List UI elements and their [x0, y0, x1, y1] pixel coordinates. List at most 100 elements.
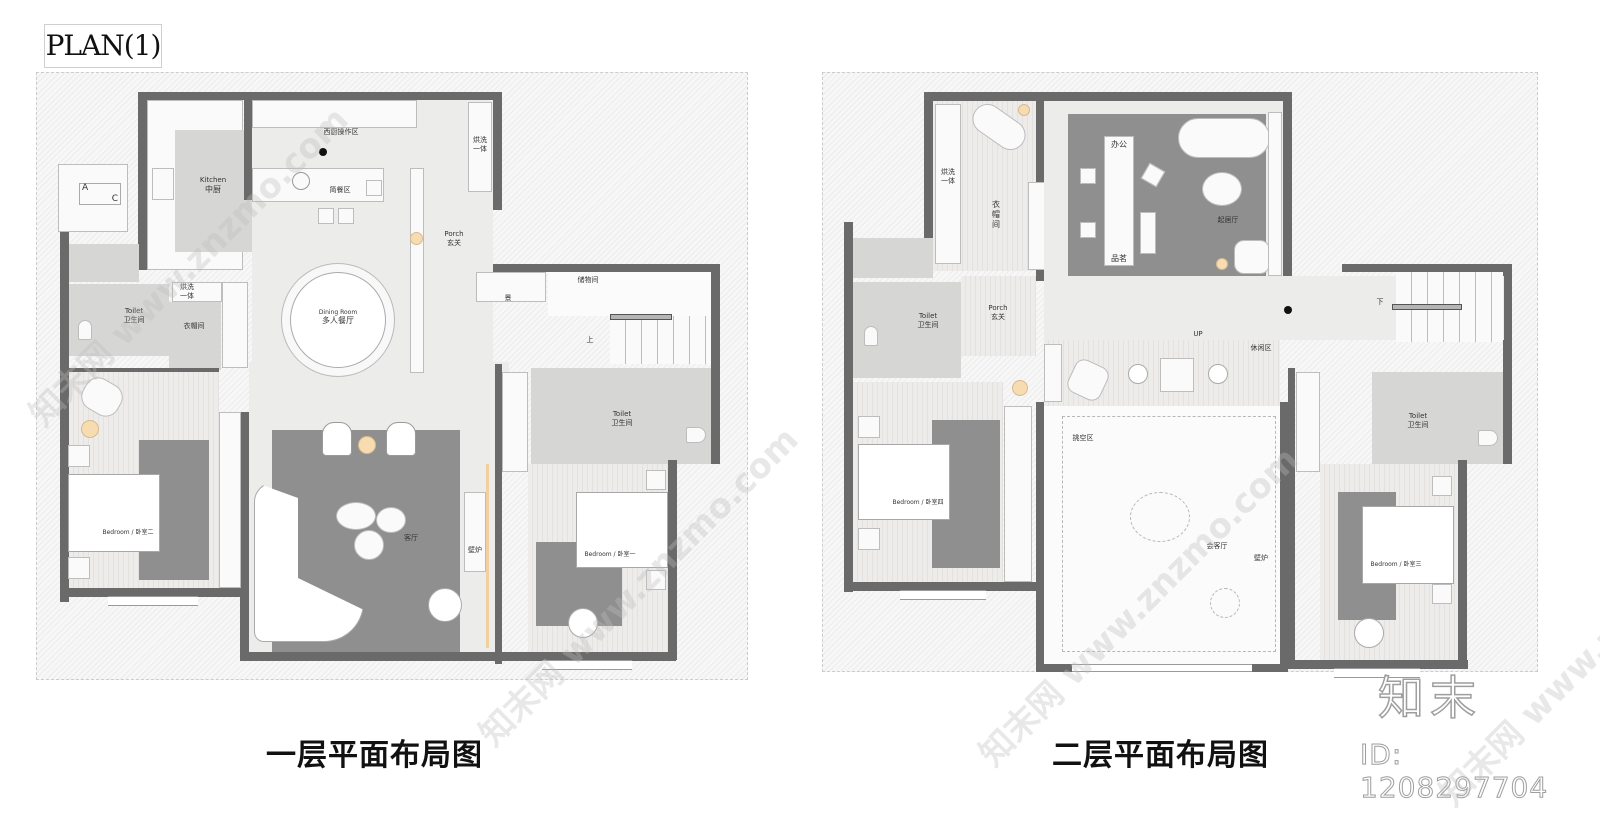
- living-label: 客厅: [404, 534, 418, 542]
- porch-floor: [961, 276, 1036, 356]
- wall-bottom-living: [240, 652, 500, 661]
- floor2-plan: 烘洗 一体 衣 帽 间 办公 品茗 起居厅 UP 下 Toilet 卫生间 Po…: [822, 72, 1538, 680]
- washer-label-1: 烘洗: [473, 136, 487, 144]
- reception-label: 会客厅: [1206, 542, 1228, 550]
- closet-label: 衣帽间: [183, 322, 205, 330]
- left-toilet-label-en: Toilet: [124, 307, 144, 315]
- closet-label-1: 衣: [992, 200, 1000, 209]
- up-label: UP: [1193, 330, 1203, 338]
- fireplace-label: 壁炉: [468, 546, 482, 554]
- bedroom4-nightstand-1: [858, 416, 880, 438]
- right-toilet-bowl: [686, 427, 706, 443]
- accent-strip: [486, 464, 489, 648]
- desk-stool-2: [1080, 222, 1096, 238]
- closet-floor: [169, 302, 221, 370]
- family-wall-cabinet: [1268, 112, 1282, 276]
- bedroom3-bed: [1362, 506, 1454, 584]
- ac-symbol: A C: [79, 183, 121, 205]
- leisure-shelf: [1044, 344, 1062, 402]
- void-window: [1072, 664, 1252, 672]
- living-armchair-2: [386, 422, 416, 456]
- bedroom4-nightstand-2: [858, 528, 880, 550]
- left-toilet-bowl: [864, 326, 878, 346]
- bedroom3-round-table: [1354, 618, 1384, 648]
- right-toilet-label-en: Toilet: [612, 410, 632, 418]
- washer-label-1: 烘洗: [941, 168, 955, 176]
- wardrobe-bedroom2: [219, 412, 241, 588]
- right-wardrobe: [1296, 372, 1320, 472]
- left-toilet-label-cn: 卫生间: [917, 321, 939, 329]
- bedroom3-label: Bedroom / 卧室三: [1370, 561, 1422, 568]
- left-toilet-label-cn: 卫生间: [123, 316, 145, 324]
- coffee-table-3: [354, 530, 384, 560]
- ac-label-c: C: [111, 194, 118, 204]
- bedroom2-nightstand-1: [68, 445, 90, 467]
- wall-porch-right: [464, 92, 502, 100]
- void-left-wall: [1036, 402, 1044, 666]
- bar-stool-2: [338, 208, 354, 224]
- wall-left-upper: [138, 92, 147, 270]
- planter: [476, 272, 546, 302]
- desk-stool-1: [1080, 168, 1096, 184]
- image-id: ID: 1208297704: [1360, 738, 1549, 805]
- kitchen-divider-wall: [244, 100, 252, 200]
- bar-stool-3: [366, 180, 382, 196]
- bedroom1-right-wall: [668, 460, 677, 660]
- laundry-cabinet: [172, 282, 222, 302]
- right-toilet-floor: [1372, 372, 1503, 464]
- porch-label-en: Porch: [988, 304, 1008, 312]
- bedroom1-bed: [576, 492, 668, 568]
- bedroom1-window: [542, 660, 632, 670]
- main-hall-floor: [252, 100, 493, 410]
- bedroom1-label: Bedroom / 卧室一: [584, 551, 636, 558]
- closet-label-2: 帽: [992, 210, 1000, 219]
- void-label: 挑空区: [1072, 434, 1094, 442]
- leisure-stool-2: [1208, 364, 1228, 384]
- person-figure: [319, 148, 327, 156]
- closet-cabinet-left: [935, 104, 961, 264]
- right-toilet-label-cn: 卫生间: [611, 419, 633, 427]
- coffee-table-1: [336, 502, 376, 530]
- kitchen-label-cn: 中厨: [205, 185, 221, 194]
- bedroom1-nightstand-2: [646, 570, 666, 590]
- bedroom2-nightstand-2: [68, 557, 90, 579]
- partition-shelf: [410, 168, 424, 373]
- porch-label-cn: 玄关: [991, 313, 1005, 321]
- bedroom3-window: [1334, 668, 1420, 678]
- sink: [292, 172, 310, 190]
- washer-label-2: 一体: [473, 145, 487, 153]
- wall-right-upper: [1283, 92, 1292, 292]
- porch-stool: [1012, 380, 1028, 396]
- dining-table: [290, 272, 386, 368]
- bubble-sofa: [1178, 118, 1270, 158]
- left-toilet-label-en: Toilet: [918, 312, 938, 320]
- lounge-chair: [1234, 240, 1270, 274]
- stair-up-label: 上: [586, 336, 594, 344]
- wall-left-main: [60, 232, 69, 602]
- bedroom2-divider: [69, 368, 219, 372]
- right-toilet-label-en: Toilet: [1408, 412, 1428, 420]
- lounge-pebble: [1202, 172, 1242, 206]
- bedroom4-window: [900, 590, 986, 600]
- bedroom1-bottom-wall: [498, 652, 676, 661]
- bedroom1-nightstand-1: [646, 470, 666, 490]
- cooktop: [152, 168, 174, 200]
- plan-tag: PLAN(1): [44, 24, 162, 68]
- bedroom4-bottom-wall: [844, 582, 1036, 591]
- stair-flight: [610, 316, 711, 364]
- leisure-stool-1: [1128, 364, 1148, 384]
- tea-label: 品茗: [1111, 254, 1127, 263]
- bedroom3-nightstand-1: [1432, 476, 1452, 496]
- bedroom2-bed: [68, 474, 160, 552]
- dining-label-cn: 多人餐厅: [322, 316, 354, 325]
- floor1-caption: 一层平面布局图: [266, 738, 483, 773]
- wall-living-left: [240, 412, 249, 661]
- porch-label-cn: 玄关: [447, 239, 461, 247]
- accent-stool: [410, 232, 423, 245]
- bedroom3-nightstand-2: [1432, 584, 1452, 604]
- storage-room: [548, 272, 711, 316]
- ac-label-a: A: [82, 183, 89, 193]
- western-counter: [252, 100, 417, 128]
- living-round-ottoman: [428, 588, 462, 622]
- washer-label-2: 一体: [941, 177, 955, 185]
